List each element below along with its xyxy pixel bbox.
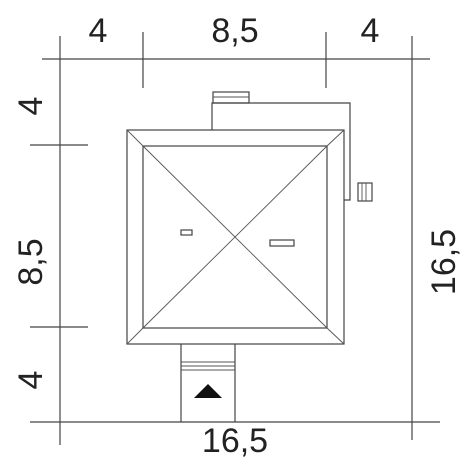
top-dim-middle: 8,5 xyxy=(211,12,258,50)
roof-window-large xyxy=(269,239,295,247)
roof-inner-edge xyxy=(142,145,328,329)
side-step xyxy=(357,182,373,202)
left-dim-bottom: 4 xyxy=(12,371,50,390)
bottom-dim-total: 16,5 xyxy=(202,422,268,459)
top-dimension-ticks xyxy=(142,32,327,88)
left-dim-top: 4 xyxy=(12,97,50,116)
main-house-roof xyxy=(126,129,345,345)
top-dim-right: 4 xyxy=(361,12,380,50)
chimney xyxy=(212,91,250,104)
roof-ridge-diagonal-2 xyxy=(142,145,328,329)
entrance-arrow-icon xyxy=(194,384,222,398)
entrance-stairs xyxy=(180,344,236,422)
left-dim-middle: 8,5 xyxy=(12,238,50,285)
left-dimension-ticks xyxy=(30,144,88,328)
annex-outline xyxy=(211,91,373,202)
roof-window-small xyxy=(180,229,193,236)
right-dim-total: 16,5 xyxy=(425,229,460,295)
top-dim-left: 4 xyxy=(89,12,108,50)
